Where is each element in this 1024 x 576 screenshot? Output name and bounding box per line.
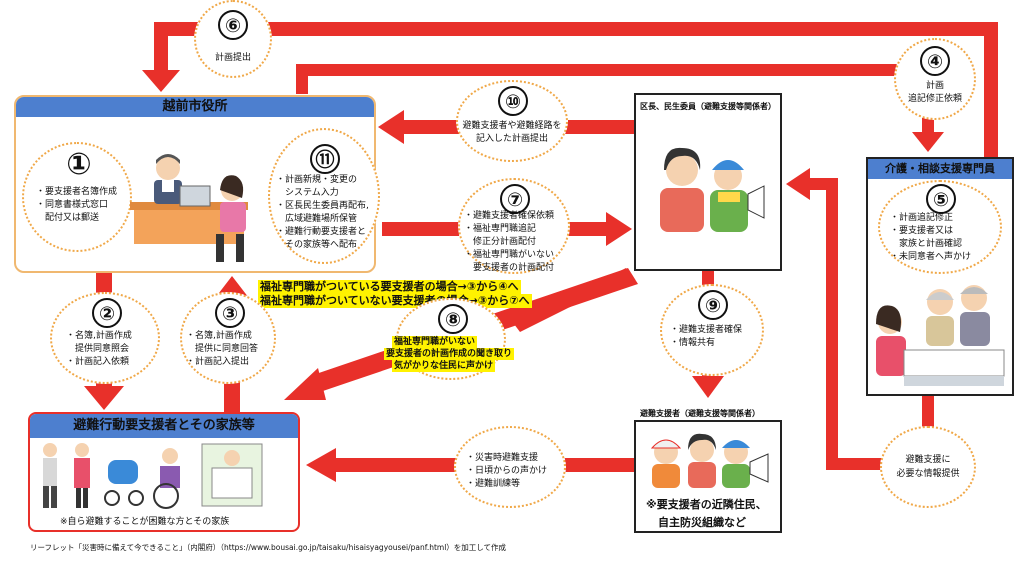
step-3-line-2: 提供に同意回答 bbox=[186, 344, 259, 354]
step-9-line-1: ・避難支援者確保 bbox=[670, 325, 743, 335]
step-4-line-2: 追記修正依頼 bbox=[907, 94, 962, 104]
care-box-title: 介護・相談支援専門員 bbox=[868, 159, 1012, 179]
arrow-9-head bbox=[692, 376, 724, 398]
step-11-line-4: 広域避難場所保管 bbox=[276, 214, 358, 224]
support-box-desc-2: 自主防災組織など bbox=[658, 516, 746, 529]
step-6-circle: ⑥ 計画提出 bbox=[194, 0, 272, 78]
care-consultation-illustration bbox=[876, 285, 1005, 386]
step-10-number: ⑩ bbox=[498, 86, 528, 116]
step-3-circle: ③ ・名簿,計画作成 提供に同意回答 ・計画記入提出 bbox=[180, 292, 276, 384]
footer-source: リーフレット「災害時に備えて今できること」（内閣府）（https://www.b… bbox=[30, 543, 507, 552]
step-2-line-3: ・計画記入依頼 bbox=[66, 357, 130, 367]
step-8-line-1: 福祉専門職がいない bbox=[392, 336, 478, 348]
family-box-title: 避難行動要支援者とその家族等 bbox=[30, 414, 298, 438]
step-10-line-1: 避難支援者や避難経路を bbox=[462, 121, 562, 131]
step-2-line-1: ・名簿,計画作成 bbox=[66, 331, 132, 341]
step-1-circle: ① ・要支援者名簿作成 ・同意書様式窓口 配付又は郵送 bbox=[22, 142, 132, 252]
support-info-line-1: ・災害時避難支援 bbox=[466, 453, 539, 463]
care-info-circle: 避難支援に 必要な情報提供 bbox=[880, 426, 976, 508]
step-3-line-3: ・計画記入提出 bbox=[186, 357, 250, 367]
arrow-6-vertical-left bbox=[154, 22, 168, 74]
step-6-line-1: 計画提出 bbox=[214, 53, 251, 63]
step-11-line-6: その家族等へ配布 bbox=[276, 240, 358, 250]
step-11-line-5: ・避難行動要支援者と bbox=[276, 227, 367, 237]
arrow-support-head bbox=[306, 448, 336, 482]
step-3-line-1: ・名簿,計画作成 bbox=[186, 331, 252, 341]
office-counter-illustration bbox=[130, 154, 248, 262]
step-8-number: ⑧ bbox=[438, 304, 468, 334]
step-7-line-1: ・避難支援者確保依頼 bbox=[464, 211, 555, 221]
care-info-line-1: 避難支援に bbox=[905, 455, 951, 465]
step-9-number: ⑨ bbox=[698, 290, 728, 320]
support-people-illustration bbox=[650, 433, 769, 488]
care-info-line-2: 必要な情報提供 bbox=[896, 469, 960, 479]
step-11-circle: ⑪ ・計画新規・変更の システム入力 ・区長民生委員再配布, 広域避難場所保管 … bbox=[268, 128, 380, 264]
step-9-line-2: ・情報共有 bbox=[670, 338, 716, 348]
step-1-line-3: 配付又は郵送 bbox=[36, 213, 100, 223]
ward-chief-box: 区長、民生委員（避難支援等関係者） bbox=[634, 93, 782, 271]
arrow-6-vertical-right bbox=[984, 22, 998, 158]
step-7-line-4: ・福祉専門職がいない bbox=[464, 250, 555, 260]
step-2-line-2: 提供同意照会 bbox=[66, 344, 130, 354]
step-5-line-1: ・計画追記修正 bbox=[890, 213, 954, 223]
step-6-number: ⑥ bbox=[218, 10, 248, 40]
step-11-line-1: ・計画新規・変更の bbox=[276, 175, 358, 185]
family-box-note: ※自ら避難することが困難な方とその家族 bbox=[60, 517, 230, 527]
arrow-6-head bbox=[142, 70, 180, 92]
support-info-line-2: ・日頃からの声かけ bbox=[466, 466, 548, 476]
arrow-8-head bbox=[284, 368, 326, 400]
step-3-number: ③ bbox=[215, 298, 245, 328]
step-5-circle: ⑤ ・計画追記修正 ・要支援者又は 家族と計画確認 ・未同意者へ声かけ bbox=[878, 180, 1002, 274]
step-7-line-2: ・福祉専門職追記 bbox=[464, 224, 537, 234]
arrow-care-head bbox=[786, 168, 810, 200]
arrow-7-head bbox=[606, 212, 632, 246]
step-4-circle: ④ 計画 追記修正依頼 bbox=[894, 38, 976, 120]
ward-box-title: 区長、民生委員（避難支援等関係者） bbox=[640, 102, 776, 111]
highlight-line-2: 福祉専門職がついていない要支援者の場合→③から⑦へ bbox=[258, 294, 532, 308]
support-info-line-3: ・避難訓練等 bbox=[466, 479, 521, 489]
step-1-number: ① bbox=[66, 147, 92, 182]
support-box-desc-1: ※要支援者の近隣住民、 bbox=[646, 498, 767, 511]
arrow-care-shaft-h2 bbox=[806, 178, 838, 190]
step-7-number: ⑦ bbox=[500, 184, 530, 214]
step-9-circle: ⑨ ・避難支援者確保 ・情報共有 bbox=[660, 284, 764, 376]
ward-people-illustration bbox=[660, 147, 765, 232]
arrow-6-horizontal-top bbox=[154, 22, 998, 36]
step-11-line-2: システム入力 bbox=[276, 188, 339, 198]
step-8-line-3: 気がかりな住民に声かけ bbox=[392, 360, 496, 372]
arrow-ward-diag bbox=[514, 268, 632, 332]
highlight-line-1: 福祉専門職がついている要支援者の場合→③から④へ bbox=[258, 280, 521, 294]
arrow-2-head bbox=[84, 386, 124, 410]
step-1-line-1: ・要支援者名簿作成 bbox=[36, 187, 118, 197]
family-people-illustration bbox=[43, 443, 263, 509]
step-8-line-2: 要支援者の計画作成の聞き取り bbox=[384, 348, 515, 360]
arrow-10-head bbox=[378, 110, 404, 144]
step-4-line-1: 計画 bbox=[925, 81, 944, 91]
step-7-line-5: 要支援者の計画配付 bbox=[464, 263, 555, 273]
step-2-number: ② bbox=[92, 298, 122, 328]
step-5-line-4: ・未同意者へ声かけ bbox=[890, 252, 972, 262]
step-10-circle: ⑩ 避難支援者や避難経路を 記入した計画提出 bbox=[456, 80, 568, 162]
arrow-4-horizontal bbox=[296, 64, 934, 76]
support-box-title: 避難支援者（避難支援等関係者） bbox=[640, 409, 760, 418]
step-5-line-3: 家族と計画確認 bbox=[890, 239, 963, 249]
step-7-line-3: 修正分計画配付 bbox=[464, 237, 537, 247]
step-4-number: ④ bbox=[920, 46, 950, 76]
step-5-number: ⑤ bbox=[926, 184, 956, 214]
step-11-number: ⑪ bbox=[310, 144, 340, 174]
step-10-line-2: 記入した計画提出 bbox=[475, 134, 548, 144]
support-info-circle: ・災害時避難支援 ・日頃からの声かけ ・避難訓練等 bbox=[454, 426, 566, 508]
step-1-line-2: ・同意書様式窓口 bbox=[36, 200, 109, 210]
step-11-line-3: ・区長民生委員再配布, bbox=[276, 201, 369, 211]
step-2-circle: ② ・名簿,計画作成 提供同意照会 ・計画記入依頼 bbox=[50, 292, 160, 384]
arrow-4-head bbox=[912, 132, 944, 152]
city-office-title: 越前市役所 bbox=[16, 97, 374, 117]
step-5-line-2: ・要支援者又は bbox=[890, 226, 954, 236]
step-7-circle: ⑦ ・避難支援者確保依頼 ・福祉専門職追記 修正分計画配付 ・福祉専門職がいない… bbox=[458, 178, 570, 274]
arrow-care-shaft-v2 bbox=[826, 178, 838, 470]
